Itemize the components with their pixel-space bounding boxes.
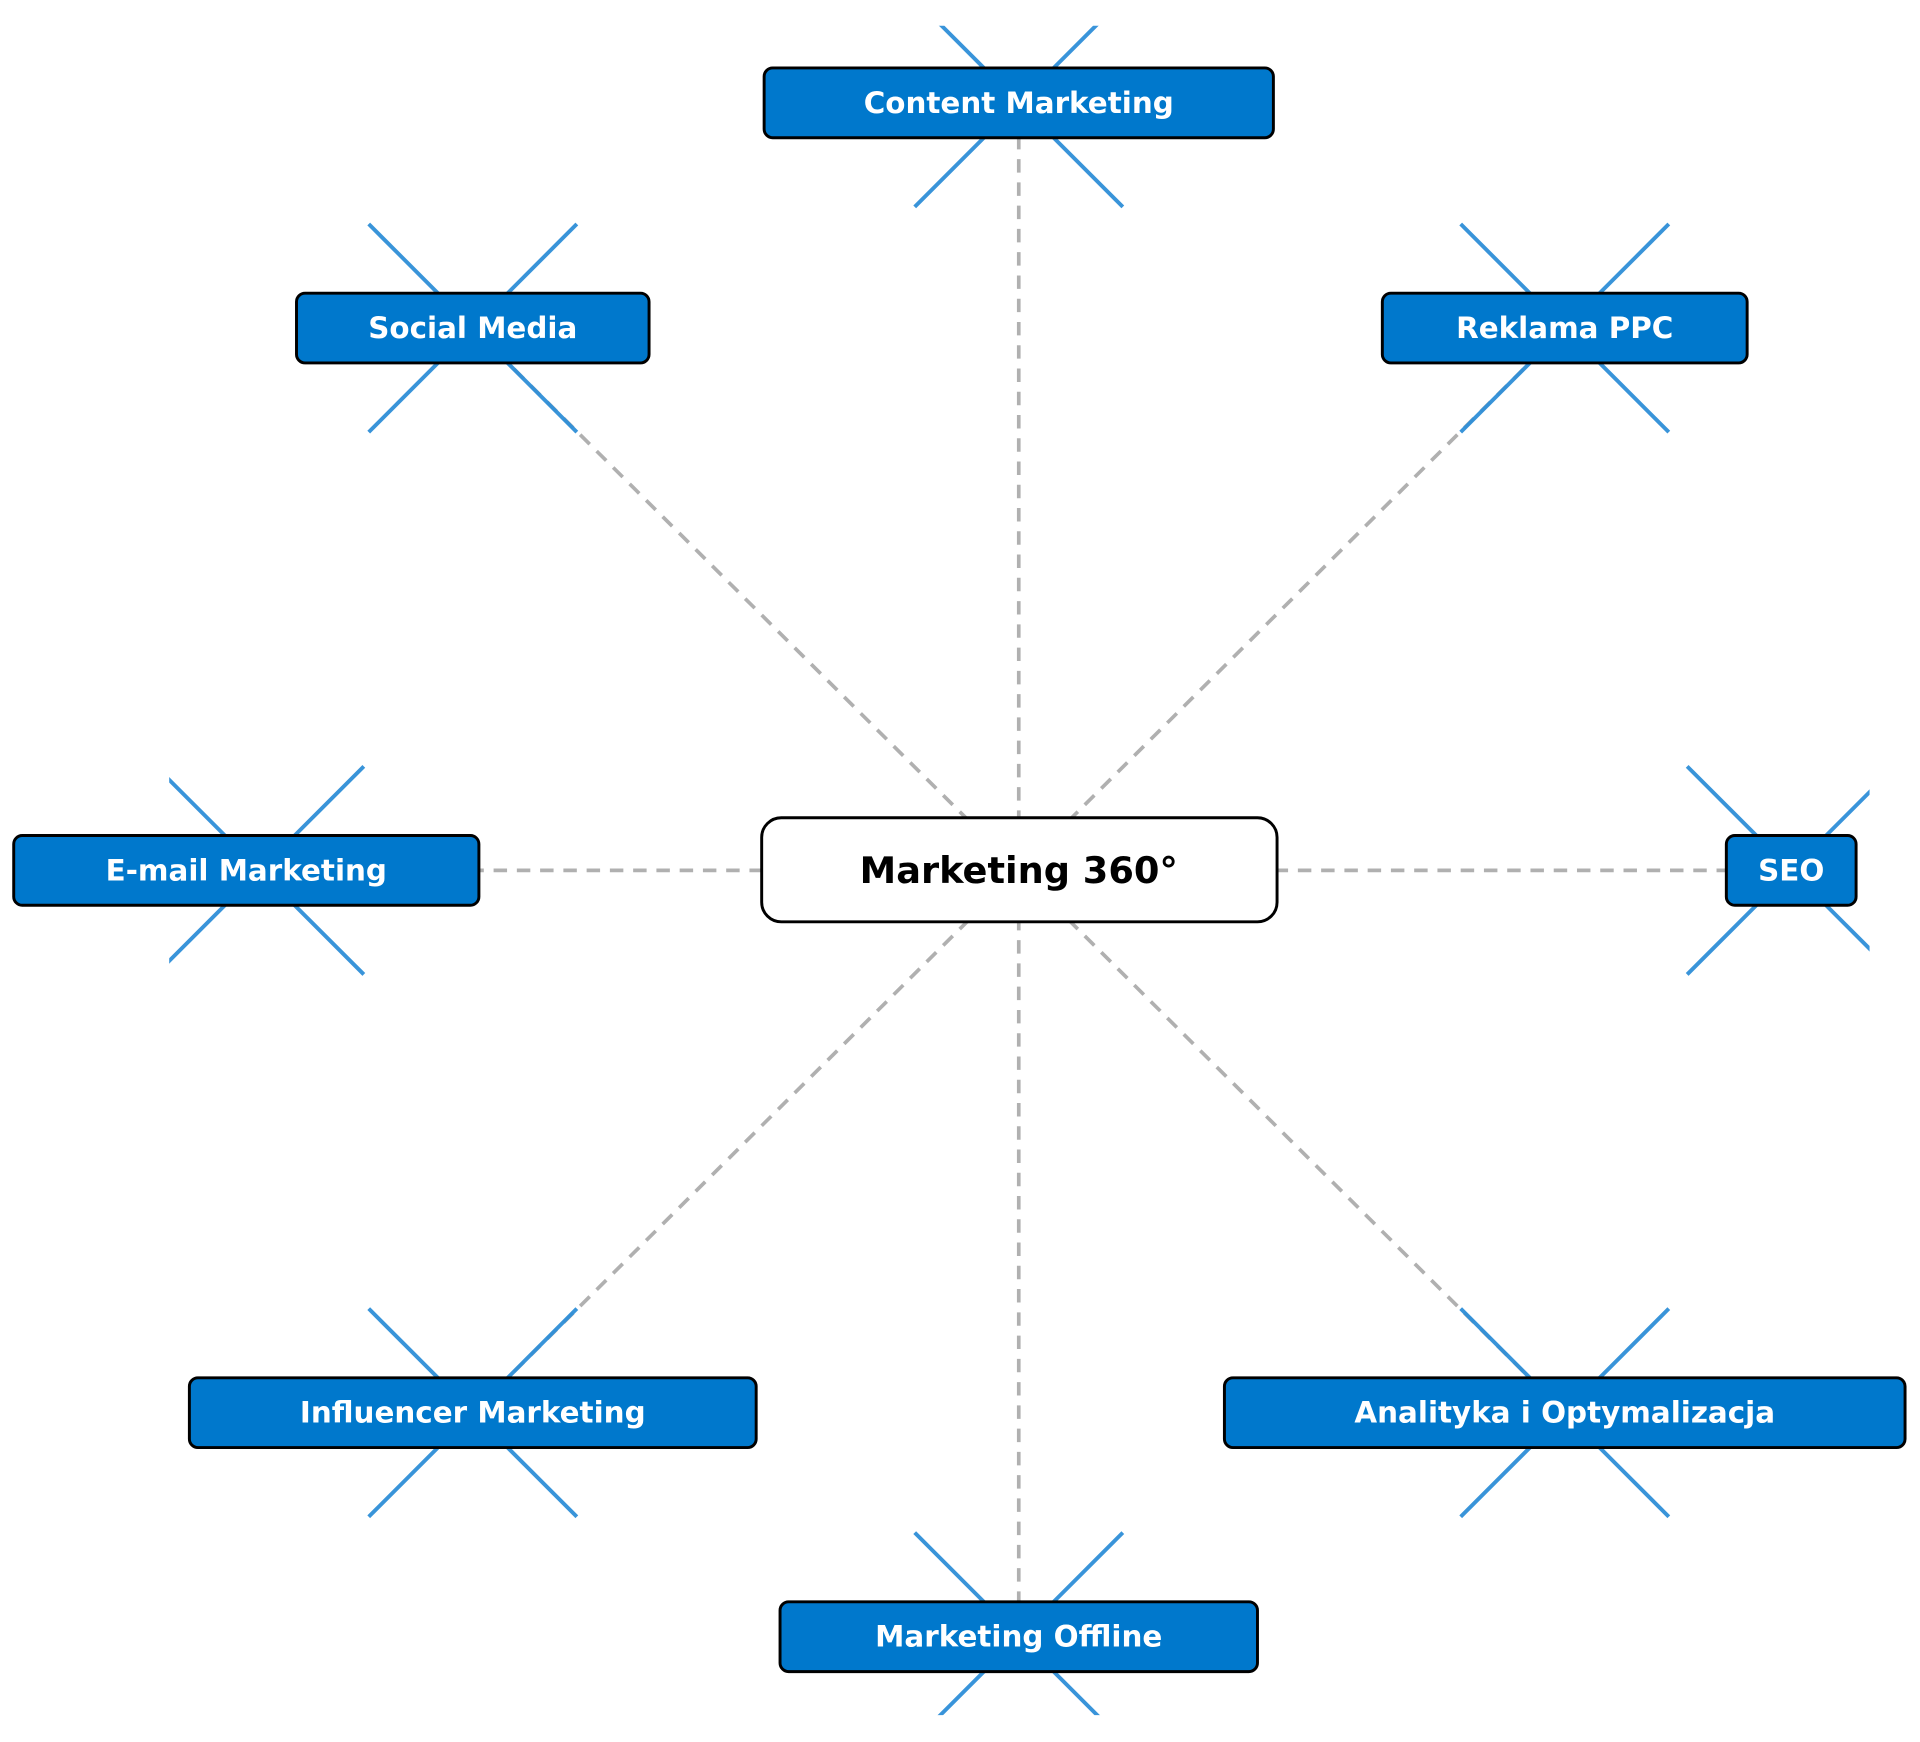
node-label: Social Media [368, 311, 577, 345]
node-content-marketing[interactable]: Content Marketing [762, 66, 1275, 140]
node-box [295, 291, 651, 365]
node-box [762, 66, 1275, 140]
node-label: Analityka i Optymalizacja [1354, 1396, 1775, 1430]
node-box [1724, 834, 1858, 907]
node-box [778, 1600, 1259, 1674]
node-email-marketing[interactable]: E-mail Marketing [12, 834, 481, 907]
node-reklama-ppc[interactable]: Reklama PPC [1380, 291, 1749, 365]
node-label: Marketing Offline [875, 1620, 1162, 1654]
node-box [1222, 1376, 1907, 1450]
node-seo[interactable]: SEO [1724, 834, 1858, 907]
node-label: Influencer Marketing [300, 1396, 646, 1430]
node-box [12, 834, 481, 907]
node-influencer-marketing[interactable]: Influencer Marketing [187, 1376, 758, 1450]
node-analityka[interactable]: Analityka i Optymalizacja [1222, 1376, 1907, 1450]
node-label: SEO [1758, 853, 1824, 887]
node-box [187, 1376, 758, 1450]
center-node[interactable]: Marketing 360° [760, 816, 1279, 924]
node-label: E-mail Marketing [106, 853, 387, 887]
node-label: Reklama PPC [1456, 311, 1673, 345]
node-social-media[interactable]: Social Media [295, 291, 651, 365]
node-label: Content Marketing [864, 86, 1174, 120]
node-box [1380, 291, 1749, 365]
node-marketing-offline[interactable]: Marketing Offline [778, 1600, 1259, 1674]
center-node-label: Marketing 360° [860, 849, 1178, 892]
